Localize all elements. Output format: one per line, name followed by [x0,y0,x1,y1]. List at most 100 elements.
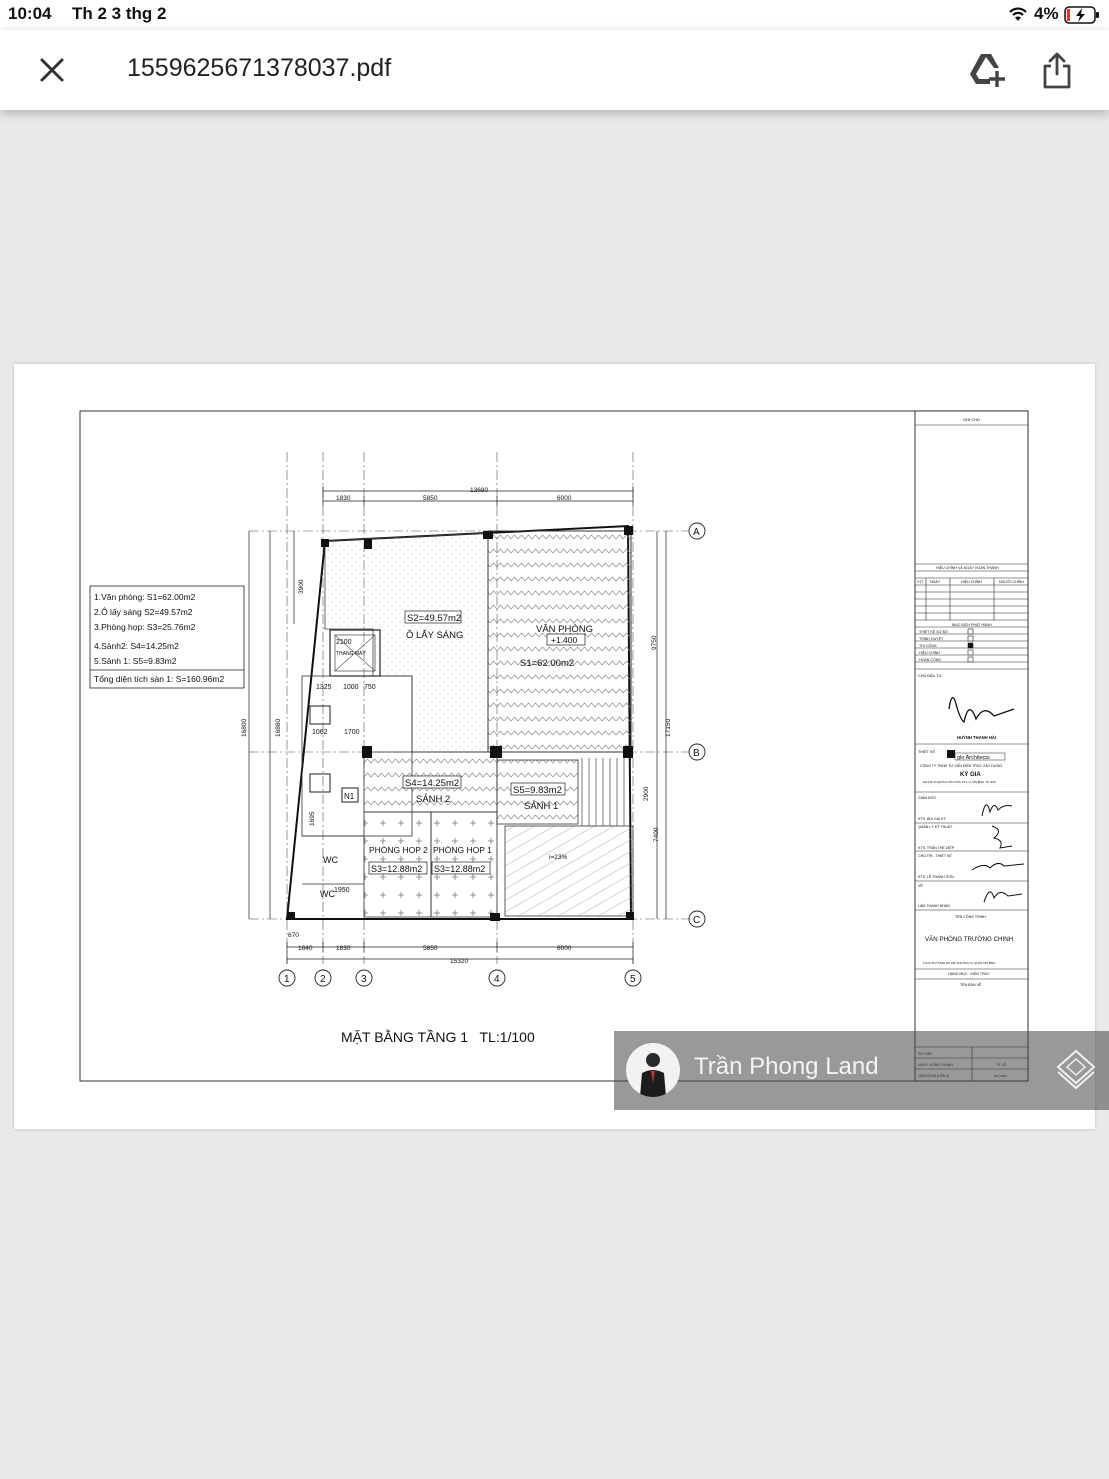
avatar [626,1043,680,1097]
dim-inner-2100: 2100 [336,639,352,646]
dim-top-total: 13680 [470,487,488,494]
owner-signature [948,697,1015,724]
axis-4: 4 [494,974,500,985]
legend-total: Tổng diện tích sàn 1: S=160.96m2 [94,674,224,684]
status-bar: 10:04 Th 2 3 thg 2 4% [0,0,1109,30]
dim-bottom-1: 1640 [298,945,313,952]
room-s4-area: S4=14.25m2 [405,778,459,789]
room-meeting2-name: PHÒNG HỌP 2 [369,845,428,855]
room-s2-name: Ô LẤY SÁNG [406,630,463,641]
dim-top-3: 6000 [557,495,572,502]
dim-inner-1325: 1325 [316,684,332,691]
dim-left-top: 3900 [298,579,305,594]
room-elevator: THANG MÁY [336,650,366,657]
tb-purpose-4: HIỆU CHỈNH [919,650,940,655]
room-wc-lower: WC [320,889,335,899]
tb-project-name: VĂN PHÒNG TRƯỜNG CHINH [925,936,1013,943]
tb-director-name: KTS. BÙI GIA KỲ [918,816,946,821]
dim-bottom-0: 670 [288,932,299,939]
tb-draw-label: VẼ [918,883,923,888]
dim-inner-1700: 1700 [344,729,360,736]
title-block [914,410,1029,1082]
close-icon[interactable] [36,54,68,86]
tb-project-addr: THỬA 26 TỜ BẢN ĐỒ 166, PHƯỜNG 15, QUẬN T… [923,960,995,965]
director-signature [981,804,1013,817]
dim-bottom-4: 6000 [557,945,572,952]
dim-top-2: 5850 [423,495,438,502]
legend-item-2: 2.Ô lấy sáng S2=49.57m2 [94,607,193,617]
axis-1: 1 [284,974,290,985]
room-s5-name: SẢNH 1 [524,800,558,812]
dim-bottom-total: 15320 [450,958,468,965]
room-wc-upper: WC [323,855,338,865]
room-n1: N1 [344,792,355,801]
room-s1-area: S1=62.00m2 [520,658,574,669]
tb-rev-col-editor: NGƯỜI CHỈNH [999,579,1024,584]
dim-inner-750: 750 [364,684,376,691]
dim-bottom-2: 1830 [336,945,351,952]
watermark-banner: Trần Phong Land [614,1031,1109,1110]
tb-tech-label: QUẢN LÝ KỸ THUẬT [918,824,953,829]
document-title: 1559625671378037.pdf [127,54,392,82]
dim-right-1: 9750 [651,635,658,650]
tech-signature [991,825,1013,849]
status-date: Th 2 3 thg 2 [72,4,167,23]
room-s4-name: SẢNH 2 [416,793,450,805]
dim-bottom-3: 5850 [423,945,438,952]
battery-percent: 4% [1034,4,1059,23]
watermark-name: Trần Phong Land [694,1053,879,1080]
room-ramp: i=23% [549,854,567,861]
tb-purpose-header: MỤC ĐÍCH PHÁT HÀNH [952,623,992,627]
tb-owner-label: CHỦ ĐẦU TƯ [918,673,943,678]
axis-c: C [693,915,700,926]
dim-inner-1950: 1950 [334,887,350,894]
dim-inner-1062: 1062 [312,729,328,736]
tb-rev-col-stt: STT [917,580,925,584]
dim-top-1: 1830 [336,495,351,502]
tb-purpose-3: THI CÔNG [919,643,937,648]
draw-signature [983,891,1023,903]
axis-5: 5 [630,974,636,985]
legend-item-5: 5.Sảnh 1: S5=9.83m2 [94,656,177,666]
dim-right-3: 7400 [653,827,660,842]
floor-plan-drawing: 13680 1830 5850 6000 670 1640 1830 5850 … [79,410,1029,1082]
room-meeting1-name: PHÒNG HỌP 1 [433,845,492,855]
pdf-page: 13680 1830 5850 6000 670 1640 1830 5850 … [14,364,1095,1129]
tb-purpose-1: THIẾT KẾ SƠ BỘ [919,629,948,634]
dim-inner-1695: 1695 [309,811,316,826]
dim-left-total: 16800 [241,719,248,737]
tb-sheet-label: TÊN BẢN VẼ [960,982,982,987]
legend-item-4: 4.Sảnh2: S4=14.25m2 [94,641,179,651]
drawing-title: MẶT BẰNG TẦNG 1 TL:1/100 [341,1028,535,1045]
tb-firm-line: CÔNG TY TNHH TƯ VẤN KIẾN TRÚC XÂY DỰNG [920,763,1002,768]
tb-category: HẠNG MỤC : KIẾN TRÚC [948,971,990,976]
wifi-icon [1009,7,1027,21]
tb-firm-name: KỲ GIA [960,771,981,778]
tb-rev-col-change: HIỆU CHỈNH [961,579,982,584]
tb-revision-header: HIỆU CHỈNH VÀ NGÀY HOÀN THÀNH [936,565,999,570]
room-s1-level: +1.400 [551,635,578,645]
axis-3: 3 [361,974,367,985]
room-s5-area: S5=9.83m2 [513,785,562,796]
tb-lead-label: CHỦ TRÌ - THIẾT KẾ [918,853,952,858]
tb-owner-name: HUỲNH THANH HẢI [957,735,996,740]
tb-tech-name: KTS. TRẦN THẾ DIỆP [918,845,955,850]
viewer-toolbar: 1559625671378037.pdf [0,30,1109,110]
share-icon[interactable] [1040,50,1074,90]
stacked-layers-logo-icon [1056,1049,1096,1090]
lead-signature [971,862,1025,871]
tb-notes-header: GHI CHÚ [963,417,980,422]
status-time: 10:04 [8,4,52,23]
room-meeting1-area: S3=12.88m2 [434,864,485,874]
tb-rev-col-date: NGÀY [930,580,941,584]
dim-left-inner: 16880 [275,719,282,737]
axis-b: B [693,748,700,759]
legend-item-1: 1.Văn phòng: S1=62.00m2 [94,592,196,602]
tb-draw-name: LÂM THANH NHÂN [918,904,950,908]
dim-right-2: 2900 [643,786,650,801]
room-meeting2-area: S3=12.88m2 [371,864,422,874]
tb-design-label: THIẾT KẾ [918,749,935,754]
add-to-drive-icon[interactable] [968,52,1006,88]
dim-right-total: 17150 [665,719,672,737]
tb-purpose-2: TRÌNH DUYỆT [919,636,944,641]
